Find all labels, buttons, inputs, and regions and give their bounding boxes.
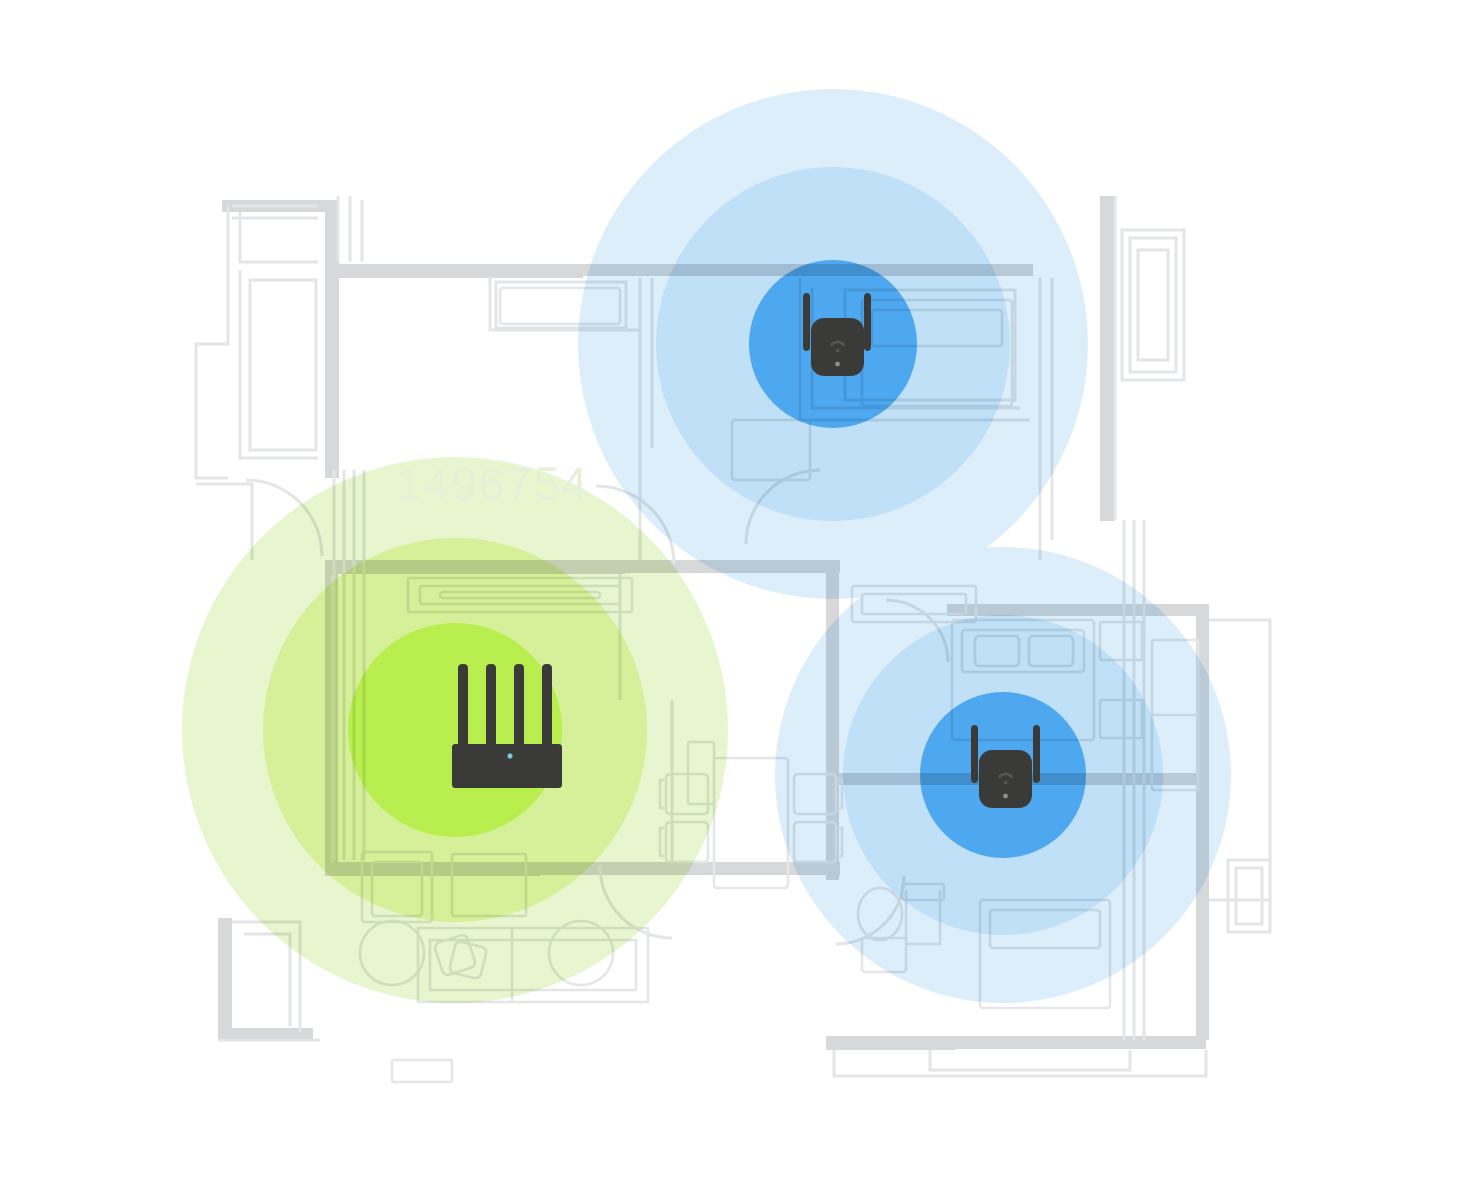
- watermark-text: 1496754: [396, 458, 589, 510]
- extender-wifi-glyph-dot: [1003, 780, 1008, 785]
- extender-led: [835, 361, 840, 367]
- extender-antenna: [803, 293, 810, 351]
- extender-led: [1003, 793, 1008, 799]
- extender-wifi-glyph-dot: [835, 348, 840, 353]
- extender-wifi-glyph: [998, 772, 1013, 778]
- extender-bottom-icon[interactable]: [971, 725, 1040, 808]
- extender-antenna: [864, 293, 871, 351]
- router-body: [452, 744, 562, 788]
- router-antenna: [542, 664, 552, 752]
- extender-top-icon[interactable]: [803, 293, 871, 376]
- extender-antenna: [971, 725, 978, 783]
- extender-body: [811, 318, 864, 376]
- router-antenna: [514, 664, 524, 752]
- router-antenna: [458, 664, 468, 752]
- router-icon[interactable]: [452, 664, 562, 788]
- router-led: [507, 753, 513, 759]
- router-antenna: [486, 664, 496, 752]
- extender-wifi-glyph: [830, 340, 845, 346]
- extender-antenna: [1033, 725, 1040, 783]
- extender-body: [979, 750, 1032, 808]
